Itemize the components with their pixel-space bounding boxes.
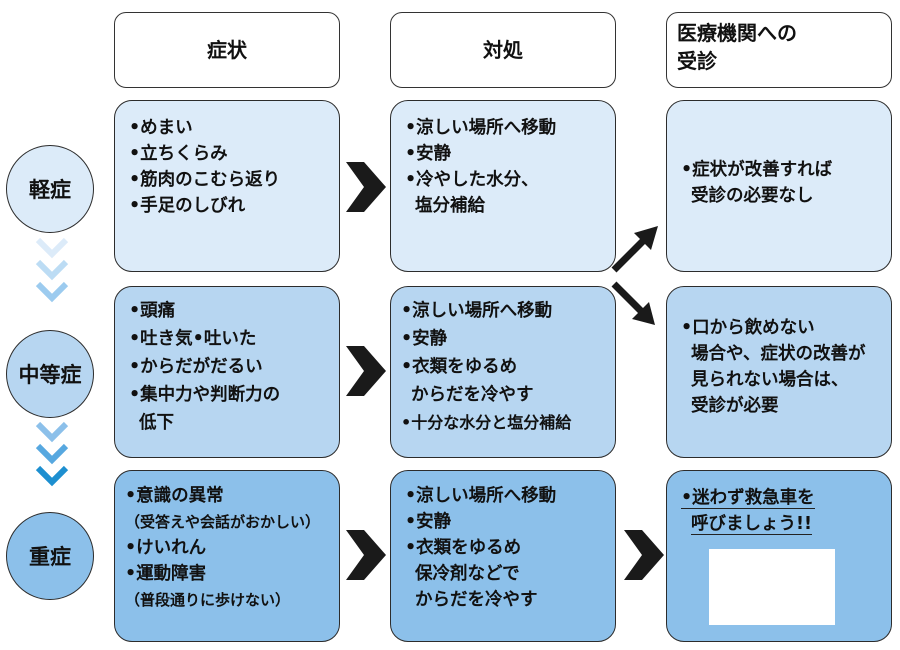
moderate-treatment-1: •涼しい場所へ移動: [401, 301, 553, 321]
arrow-diagonal-down-shaft: [611, 281, 645, 315]
moderate-medical-3: 見られない場合は、: [691, 370, 849, 390]
header-symptoms-label: 症状: [207, 38, 247, 62]
severe-symptom-4: •運動障害: [125, 564, 207, 584]
arrow-diagonal-up-shaft: [611, 235, 649, 273]
mild-symptoms-box: •めまい •立ちくらみ •筋肉のこむら返り •手足のしびれ: [114, 100, 340, 272]
severe-medical-1: •迷わず救急車を: [681, 485, 881, 511]
level-moderate-label: 中等症: [18, 363, 82, 387]
header-medical-line1: 医療機関への: [677, 21, 797, 45]
header-symptoms: 症状: [114, 12, 340, 88]
level-moderate: 中等症: [6, 330, 94, 418]
mild-symptom-3: •筋肉のこむら返り: [129, 170, 281, 190]
arrow-severe-to-medical: [624, 530, 664, 580]
moderate-treatment-3: •衣類をゆるめ: [401, 357, 518, 377]
mild-treatment-box: •涼しい場所へ移動 •安静 •冷やした水分、 塩分補給: [390, 100, 616, 272]
header-medical-line2: 受診: [677, 49, 717, 73]
level-severe: 重症: [6, 512, 94, 600]
moderate-medical-1: •口から飲めない: [681, 318, 815, 338]
severe-treatment-1: •涼しい場所へ移動: [405, 486, 557, 506]
severe-medical-1-text: •迷わず救急車を: [681, 488, 815, 509]
mild-treatment-2: •安静: [405, 144, 452, 164]
moderate-treatment-4: からだを冷やす: [411, 385, 534, 405]
severe-symptom-3: •けいれん: [125, 538, 207, 558]
moderate-symptom-4: •集中力や判断力の: [129, 385, 281, 405]
severe-treatment-2: •安静: [405, 512, 452, 532]
mild-symptom-2: •立ちくらみ: [129, 144, 228, 164]
mild-treatment-3: •冷やした水分、: [405, 170, 539, 190]
chevron-6: [35, 465, 69, 487]
mild-medical-1: •症状が改善すれば: [681, 160, 833, 180]
moderate-treatment-5: •十分な水分と塩分補給: [401, 413, 572, 432]
moderate-symptom-1: •頭痛: [129, 301, 176, 321]
severe-medical-2-text: 呼びましょう!!: [691, 514, 812, 535]
arrow-mild-to-treatment: [346, 162, 386, 212]
severe-medical-2: 呼びましょう!!: [681, 511, 881, 537]
mild-treatment-4: 塩分補給: [415, 196, 485, 216]
severe-treatment-5: からだを冷やす: [415, 590, 538, 610]
header-treatment: 対処: [390, 12, 616, 88]
moderate-medical-2: 場合や、症状の改善が: [691, 344, 866, 364]
arrow-diagonal-up-head: [634, 226, 658, 250]
arrow-moderate-to-treatment: [346, 346, 386, 396]
arrow-diagonal-down-head: [632, 302, 655, 325]
mild-medical-box: •症状が改善すれば 受診の必要なし: [666, 100, 892, 272]
chevron-4: [35, 421, 69, 443]
chevron-1: [35, 237, 69, 259]
moderate-symptoms-box: •頭痛 •吐き気•吐いた •からだがだるい •集中力や判断力の 低下: [114, 286, 340, 458]
header-treatment-label: 対処: [483, 38, 523, 62]
moderate-symptom-5: 低下: [139, 413, 174, 433]
level-mild: 軽症: [6, 145, 94, 233]
moderate-symptom-3: •からだがだるい: [129, 357, 263, 377]
severe-symptom-2: （受答えや会話がおかしい）: [125, 513, 321, 531]
level-severe-label: 重症: [29, 545, 71, 569]
mild-medical-2: 受診の必要なし: [691, 186, 814, 206]
arrow-severe-to-treatment: [346, 530, 386, 580]
moderate-treatment-2: •安静: [401, 329, 448, 349]
mild-symptom-1: •めまい: [129, 118, 193, 138]
header-medical: 医療機関への 受診: [666, 12, 892, 88]
severe-symptoms-box: •意識の異常 （受答えや会話がおかしい） •けいれん •運動障害 （普段通りに歩…: [114, 470, 340, 642]
moderate-symptom-2: •吐き気•吐いた: [129, 329, 257, 349]
level-mild-label: 軽症: [29, 178, 71, 202]
moderate-medical-box: •口から飲めない 場合や、症状の改善が 見られない場合は、 受診が必要: [666, 286, 892, 458]
chevron-5: [35, 443, 69, 465]
moderate-medical-4: 受診が必要: [691, 396, 779, 416]
severe-symptom-1: •意識の異常: [125, 486, 224, 506]
mild-symptom-4: •手足のしびれ: [129, 196, 246, 216]
blank-panel: [709, 549, 835, 625]
severe-medical-box: •迷わず救急車を 呼びましょう!!: [666, 470, 892, 642]
severe-treatment-3: •衣類をゆるめ: [405, 538, 522, 558]
severe-treatment-4: 保冷剤などで: [415, 564, 520, 584]
moderate-treatment-box: •涼しい場所へ移動 •安静 •衣類をゆるめ からだを冷やす •十分な水分と塩分補…: [390, 286, 616, 458]
chevron-2: [35, 259, 69, 281]
severe-symptom-5: （普段通りに歩けない）: [125, 591, 291, 609]
chevron-3: [35, 281, 69, 303]
severe-treatment-box: •涼しい場所へ移動 •安静 •衣類をゆるめ 保冷剤などで からだを冷やす: [390, 470, 616, 642]
mild-treatment-1: •涼しい場所へ移動: [405, 118, 557, 138]
